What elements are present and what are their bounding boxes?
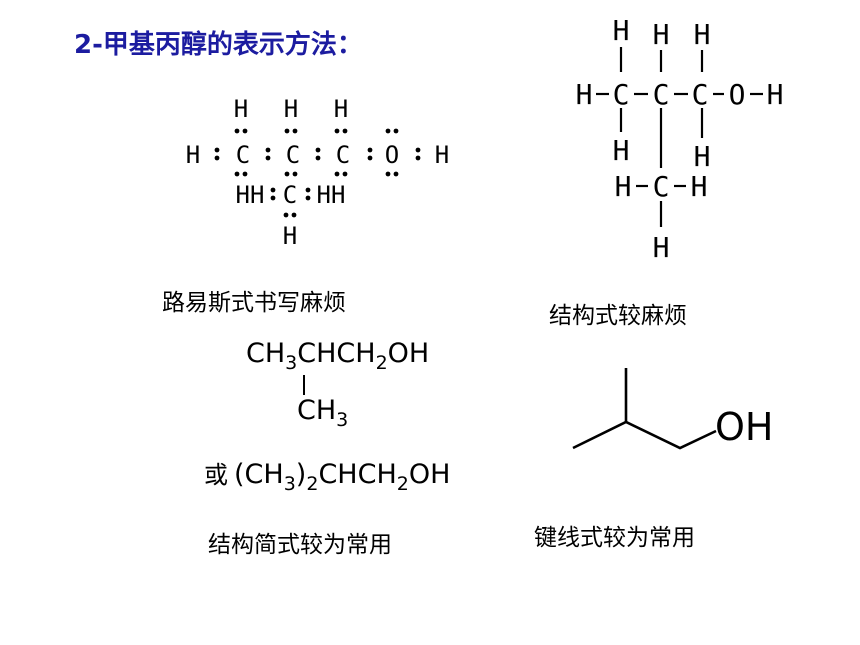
condensed-branch-bond	[303, 375, 305, 395]
condensed-part: OH	[408, 459, 451, 490]
struct-o: O	[729, 78, 746, 111]
struct-c-2: C	[653, 78, 670, 111]
condensed-subscript: 3	[283, 473, 296, 495]
lewis-caption: 路易斯式书写麻烦	[162, 290, 346, 316]
lewis-h-right: H	[435, 141, 449, 169]
condensed-formula-line: CH3CHCH2OH	[246, 338, 430, 373]
lewis-c-branch: C	[283, 181, 297, 209]
struct-c-branch: C	[653, 170, 670, 203]
lewis-h-top-1: H	[234, 95, 248, 123]
condensed-subscript: 2	[306, 473, 319, 495]
lewis-h-top-2: H	[284, 95, 298, 123]
lewis-electron-dots	[214, 128, 421, 218]
condensed-alt-formula: 或(CH3)2CHCH2OH	[204, 455, 451, 494]
struct-h-right: H	[767, 78, 784, 111]
condensed-part: CH	[297, 395, 337, 426]
condensed-part: CHCH	[318, 459, 397, 490]
condensed-part: CH	[246, 338, 286, 369]
condensed-part: )	[295, 459, 307, 490]
lewis-hh-right: HH	[317, 181, 346, 209]
condensed-subscript: 2	[396, 473, 409, 495]
condensed-subscript: 3	[336, 409, 349, 431]
skeletal-chain	[572, 420, 717, 450]
struct-h-left: H	[576, 78, 593, 111]
struct-c-3: C	[692, 78, 709, 111]
condensed-subscript: 2	[375, 352, 388, 374]
lewis-h-top-3: H	[334, 95, 348, 123]
struct-h-top-1: H	[613, 14, 630, 47]
lewis-c-1: C	[236, 141, 250, 169]
condensed-part: (CH	[234, 459, 284, 490]
condensed-alt-prefix: 或	[204, 461, 228, 489]
condensed-part: CHCH	[297, 338, 376, 369]
struct-h-branch-left: H	[615, 170, 632, 203]
struct-h-branch-right: H	[691, 170, 708, 203]
struct-h-bottom: H	[653, 231, 670, 264]
lewis-c-2: C	[286, 141, 300, 169]
condensed-part: OH	[387, 338, 430, 369]
skeletal-caption: 键线式较为常用	[534, 525, 695, 551]
condensed-subscript: 3	[285, 352, 298, 374]
struct-h-top-2: H	[653, 18, 670, 51]
lewis-o: O	[385, 141, 399, 169]
lewis-c-3: C	[336, 141, 350, 169]
lewis-h-bottom: H	[283, 222, 297, 250]
lewis-h-left: H	[186, 141, 200, 169]
condensed-caption: 结构简式较为常用	[208, 532, 392, 558]
lewis-hh-left: HH	[236, 181, 265, 209]
skeletal-oh: OH	[715, 405, 773, 449]
struct-h-top-3: H	[694, 18, 711, 51]
struct-c-1: C	[613, 78, 630, 111]
struct-h-below-3: H	[694, 140, 711, 173]
struct-h-below-1: H	[613, 134, 630, 167]
structural-caption: 结构式较麻烦	[549, 303, 687, 329]
condensed-branch: CH3	[297, 395, 348, 430]
page-title: 2-甲基丙醇的表示方法：	[74, 30, 363, 60]
struct-bonds	[596, 47, 763, 227]
